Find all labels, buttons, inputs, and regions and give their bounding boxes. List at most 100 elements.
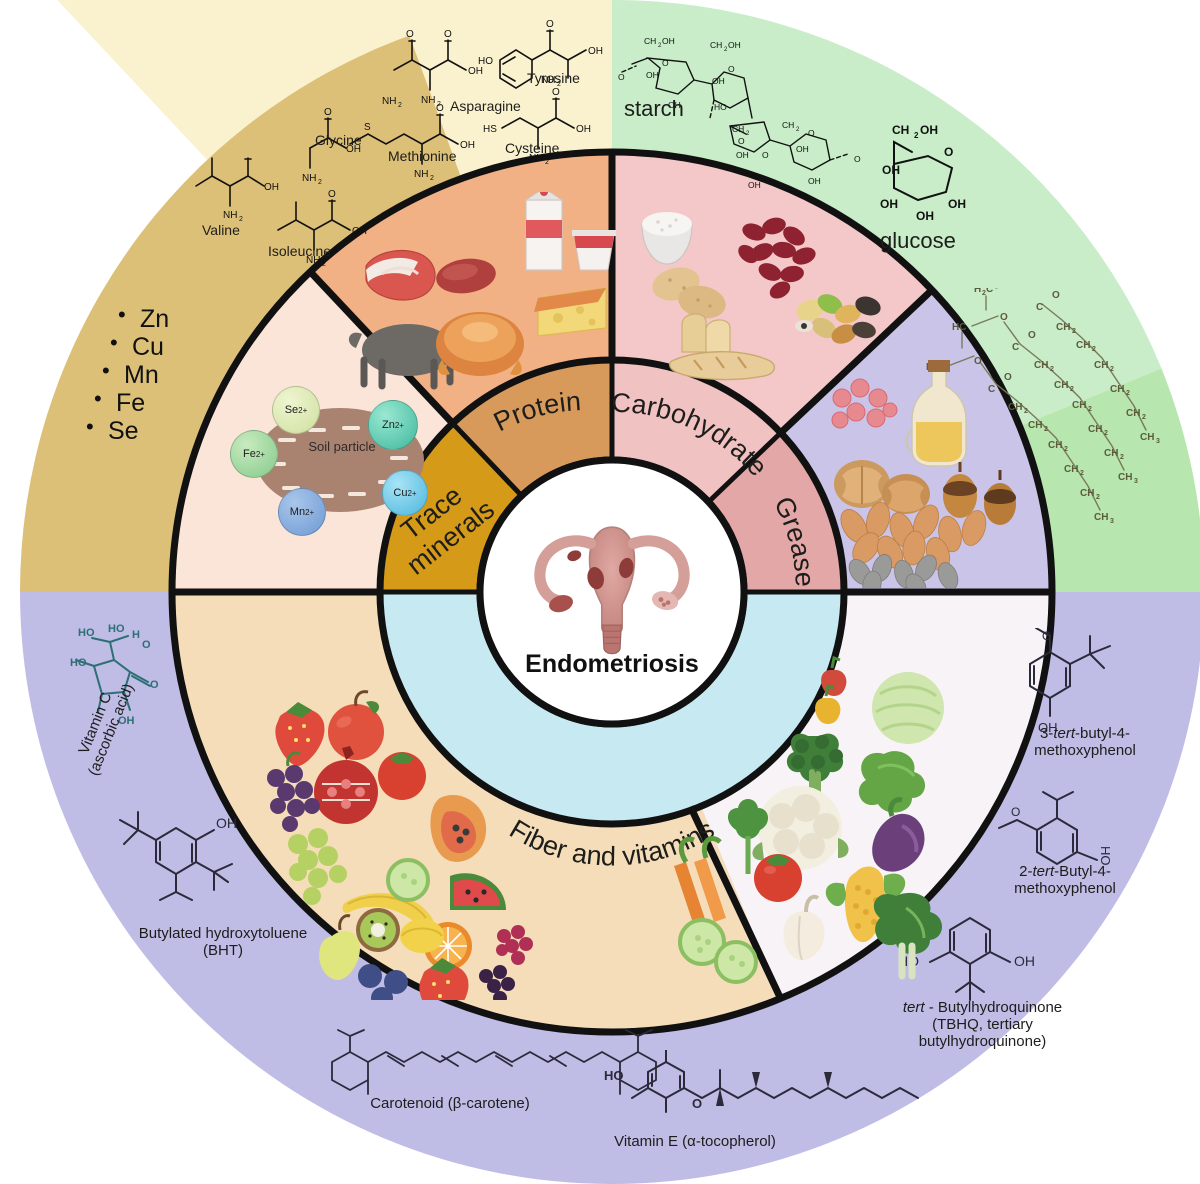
label-valine: Valine (202, 222, 240, 238)
fruit-foods-group (267, 690, 533, 1000)
svg-text:NH: NH (414, 169, 428, 180)
lettuce-icon (858, 751, 926, 813)
lemon-icon (400, 919, 444, 953)
bht-structure: OH (119, 811, 237, 901)
svg-text:OH: OH (264, 182, 279, 193)
svg-text:O: O (692, 1096, 702, 1111)
svg-text:S: S (364, 122, 371, 133)
strawberry-icon-2 (419, 958, 469, 1000)
svg-text:CH: CH (1064, 464, 1078, 475)
svg-text:2: 2 (1120, 454, 1124, 461)
svg-text:OH: OH (662, 36, 675, 46)
svg-text:OH: OH (668, 100, 681, 110)
svg-text:O: O (444, 29, 452, 40)
svg-text:HO: HO (108, 623, 125, 635)
svg-text:CH: CH (1126, 408, 1140, 419)
svg-text:2: 2 (322, 261, 326, 268)
bell-peppers-icon (815, 656, 847, 724)
svg-text:O: O (328, 189, 336, 200)
trace-minerals-list: Zn Cu Mn Fe Se (86, 303, 169, 445)
yogurt-cup-icon (572, 230, 616, 271)
cabbage-icon (872, 672, 944, 744)
label-tbhq: tert - Butylhydroquinone (TBHQ, tertiary… (902, 999, 1063, 1050)
svg-text:2: 2 (1096, 494, 1100, 501)
svg-text:2: 2 (1050, 366, 1054, 373)
vitamin-e-structure: HO O (604, 1050, 919, 1113)
svg-text:CH: CH (1094, 360, 1108, 371)
svg-text:CH: CH (1118, 472, 1132, 483)
svg-text:O: O (738, 136, 745, 146)
mixed-beans-icon (795, 294, 881, 344)
label-starch: starch (624, 96, 684, 121)
protein-foods-group (348, 192, 616, 390)
svg-text:CH: CH (782, 120, 794, 130)
isoleucine-structure (277, 199, 351, 251)
svg-text:NH: NH (421, 95, 435, 106)
svg-text:O: O (808, 128, 815, 138)
greens-icon (873, 892, 942, 980)
svg-text:CH: CH (1034, 360, 1048, 371)
svg-text:HS: HS (483, 124, 497, 135)
svg-text:2: 2 (437, 101, 441, 108)
carb-foods-group (641, 212, 881, 381)
svg-text:2: 2 (1110, 366, 1114, 373)
pear-icon (319, 914, 360, 980)
svg-text:NH: NH (223, 210, 237, 221)
svg-text:CH: CH (1008, 402, 1022, 413)
label-methionine: Methionine (388, 148, 457, 164)
label-bht: Butylated hydroxytoluene(BHT) (138, 925, 308, 959)
tomato-fruit-icon (378, 752, 426, 800)
svg-text:OH: OH (796, 144, 809, 154)
svg-text:O: O (944, 145, 953, 159)
svg-text:OH: OH (920, 123, 938, 137)
svg-text:CH: CH (644, 36, 656, 46)
svg-text:NH: NH (302, 173, 316, 184)
watermelon-icon (450, 873, 506, 910)
svg-text:O: O (728, 64, 735, 74)
svg-text:O: O (1004, 372, 1012, 383)
svg-text:OH: OH (588, 46, 603, 57)
svg-text:2: 2 (1024, 408, 1028, 415)
svg-text:O: O (150, 679, 159, 691)
svg-text:2: 2 (746, 131, 750, 137)
svg-text:2: 2 (982, 290, 986, 297)
parsley-icon (727, 799, 769, 874)
label-isoleucine: Isoleucine (268, 243, 332, 259)
cysteine-structure (501, 97, 575, 149)
svg-text:O: O (436, 103, 444, 114)
svg-text:O: O (1000, 312, 1008, 323)
svg-text:CH: CH (1072, 400, 1086, 411)
label-vitamin-e: Vitamin E (α-tocopherol) (614, 1133, 776, 1150)
svg-text:O: O (324, 107, 332, 118)
lipid-molecule-icon (831, 378, 898, 429)
center-title: Endometriosis (525, 650, 699, 678)
label-tyrosine: Tyrosine (527, 70, 580, 86)
svg-text:OH: OH (118, 715, 135, 727)
svg-text:HO: HO (70, 657, 87, 669)
mineral-item: Se (86, 415, 169, 445)
svg-text:2: 2 (1092, 346, 1096, 353)
svg-text:2: 2 (796, 127, 800, 133)
svg-text:2: 2 (1064, 446, 1068, 453)
svg-text:OH: OH (808, 176, 821, 186)
carotenoid-structure (331, 1029, 657, 1095)
svg-text:2: 2 (1070, 386, 1074, 393)
svg-text:HO: HO (714, 102, 727, 112)
almonds-icon (840, 501, 987, 571)
svg-text:3: 3 (1156, 438, 1160, 445)
svg-text:O: O (974, 356, 982, 367)
svg-text:2: 2 (239, 216, 243, 223)
svg-text:O: O (1042, 629, 1051, 643)
cucumber-icon (678, 918, 758, 984)
bha2-structure: HO O (998, 791, 1113, 866)
svg-text:O: O (1028, 330, 1036, 341)
svg-text:NH: NH (306, 255, 320, 266)
potatoes-icon (652, 267, 726, 319)
bha3-structure: OH O (1029, 628, 1111, 735)
svg-text:O: O (142, 639, 151, 651)
glycine-structure (309, 117, 347, 169)
svg-text:O: O (1011, 805, 1020, 819)
